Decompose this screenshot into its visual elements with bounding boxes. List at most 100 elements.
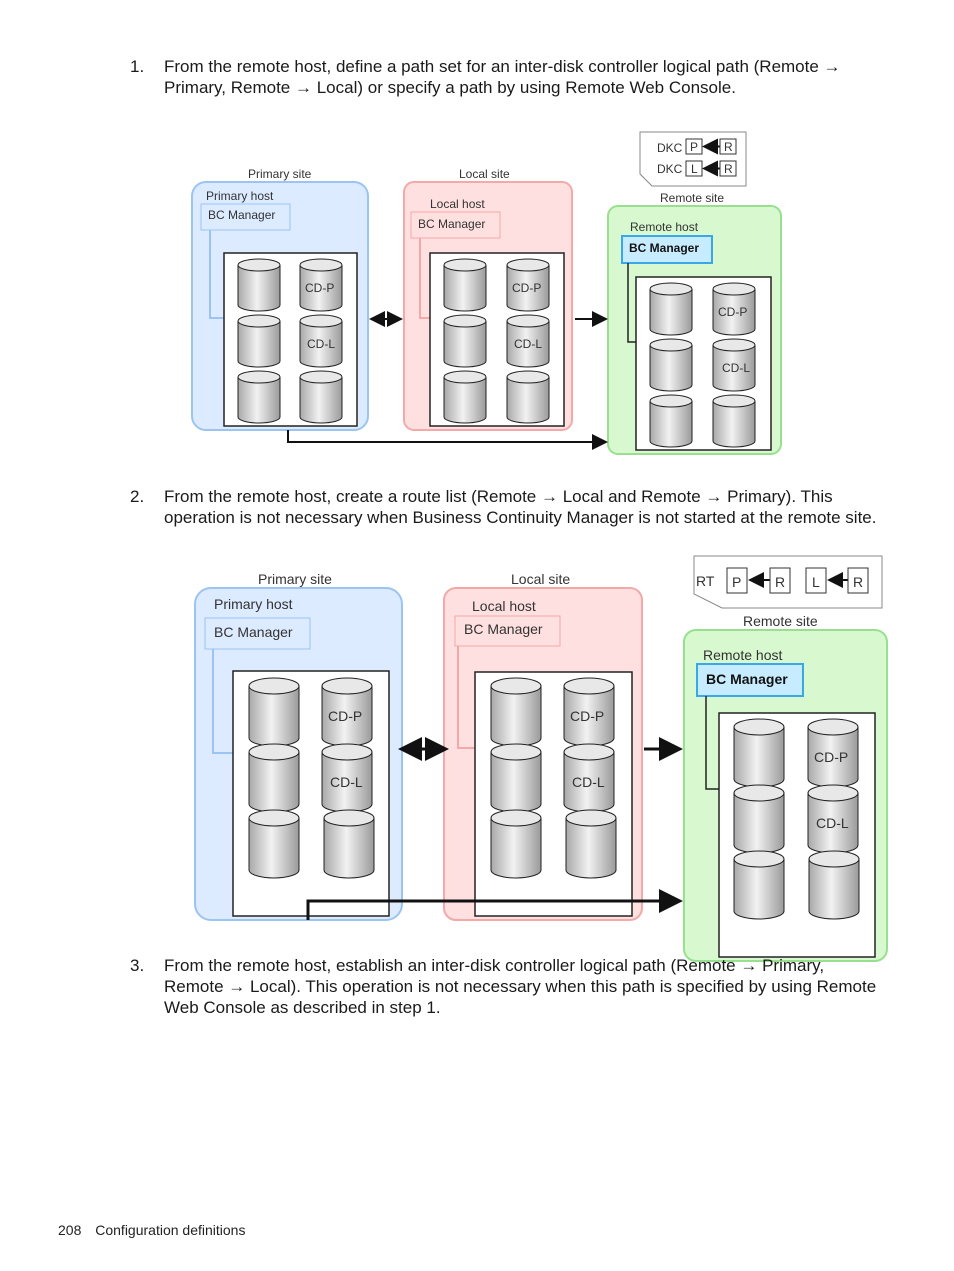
legend-l [805, 567, 827, 594]
disk [248, 677, 300, 747]
disk [490, 809, 542, 879]
svg-text:P: P [690, 140, 698, 154]
legend-r [847, 567, 869, 594]
bc-manager-box-highlight [696, 663, 804, 697]
step-number: 3. [130, 956, 145, 975]
host-connector [627, 263, 637, 343]
svg-text:R: R [724, 140, 733, 154]
remote-disks: CD-P CD-L [733, 718, 860, 920]
host-connector [209, 230, 225, 319]
bc-manager-label: BC Manager [464, 621, 543, 637]
local-site-label: Local site [459, 167, 510, 181]
legend-box: RT P R L R [693, 555, 883, 609]
local-site-label: Local site [511, 571, 570, 587]
step-number: 2. [130, 487, 145, 506]
bc-manager-label: BC Manager [214, 624, 293, 640]
disk-cd-l: CD-L [807, 784, 859, 854]
disk-cd-p: CD-P [563, 677, 615, 747]
disk [490, 677, 542, 747]
primary-disks: CD-P CD-L [237, 258, 343, 424]
svg-text:CD-L: CD-L [722, 361, 750, 375]
legend-r [719, 138, 737, 155]
svg-text:CD-L: CD-L [330, 774, 363, 790]
svg-text:CD-P: CD-P [814, 749, 848, 765]
bc-manager-label: BC Manager [629, 241, 699, 255]
disk [299, 370, 343, 424]
disk-cd-p: CD-P [321, 677, 373, 747]
host-connector [212, 649, 234, 754]
remote-disks: CD-P CD-L [649, 282, 756, 448]
bc-manager-label: BC Manager [418, 217, 485, 231]
disk-cd-p: CD-P [807, 718, 859, 788]
disk [443, 370, 487, 424]
disk-cd-p: CD-P [506, 258, 550, 312]
primary-disks: CD-P CD-L [248, 677, 375, 879]
host-connector [419, 238, 431, 319]
disk [323, 809, 375, 879]
disk [712, 394, 756, 448]
bc-manager-box [200, 203, 291, 231]
bc-manager-box [204, 617, 311, 650]
page-number: 208 [58, 1222, 82, 1238]
svg-text:CD-P: CD-P [718, 305, 747, 319]
disk [490, 743, 542, 813]
disk [649, 394, 693, 448]
remote-site-label: Remote site [660, 191, 724, 205]
primary-site-label: Primary site [258, 571, 332, 587]
legend-rt: RT [696, 573, 715, 589]
svg-text:R: R [724, 162, 733, 176]
disk [248, 743, 300, 813]
step-text: From the remote host, establish an inter… [164, 956, 877, 1017]
disk-cd-l: CD-L [563, 743, 615, 813]
svg-text:CD-L: CD-L [514, 337, 542, 351]
disk-cd-p: CD-P [299, 258, 343, 312]
host-connector [457, 646, 476, 749]
disk [565, 809, 617, 879]
legend-dkc: DKC [657, 141, 683, 155]
disk [808, 850, 860, 920]
svg-text:L: L [812, 574, 820, 590]
svg-text:R: R [853, 574, 863, 590]
bc-manager-label: BC Manager [706, 671, 788, 687]
disk [649, 282, 693, 336]
disk [443, 314, 487, 368]
step-text: From the remote host, define a path set … [164, 57, 841, 97]
disk [506, 370, 550, 424]
disk [443, 258, 487, 312]
disk [248, 809, 300, 879]
svg-text:R: R [775, 574, 785, 590]
disk-cd-l: CD-L [321, 743, 373, 813]
remote-site-label: Remote site [743, 613, 818, 629]
disk [237, 370, 281, 424]
disk [649, 338, 693, 392]
arrow-primary-remote [287, 430, 608, 450]
legend-dkc: DKC [657, 162, 683, 176]
legend-r [769, 567, 791, 594]
svg-text:CD-P: CD-P [305, 281, 334, 295]
disk-cd-l: CD-L [712, 338, 756, 392]
primary-site-label: Primary site [248, 167, 312, 181]
bc-manager-box [454, 615, 561, 647]
bc-manager-box [410, 211, 501, 239]
host-connector [705, 696, 720, 790]
step-text: From the remote host, create a route lis… [164, 487, 877, 527]
bc-manager-box-highlight [621, 235, 713, 264]
disk [733, 850, 785, 920]
disk-cd-l: CD-L [506, 314, 550, 368]
svg-text:L: L [691, 162, 698, 176]
local-host-label: Local host [472, 598, 536, 614]
local-disks: CD-P CD-L [443, 258, 550, 424]
disk [237, 314, 281, 368]
svg-text:CD-L: CD-L [307, 337, 335, 351]
primary-host-label: Primary host [214, 596, 293, 612]
svg-text:P: P [732, 574, 741, 590]
disk-cd-p: CD-P [712, 282, 756, 336]
svg-text:CD-P: CD-P [570, 708, 604, 724]
remote-host-label: Remote host [703, 647, 782, 663]
section-title: Configuration definitions [95, 1222, 246, 1238]
bc-manager-label: BC Manager [208, 208, 275, 222]
legend-r [719, 160, 737, 177]
disk [733, 784, 785, 854]
svg-text:CD-L: CD-L [816, 815, 849, 831]
primary-host-label: Primary host [206, 189, 274, 203]
